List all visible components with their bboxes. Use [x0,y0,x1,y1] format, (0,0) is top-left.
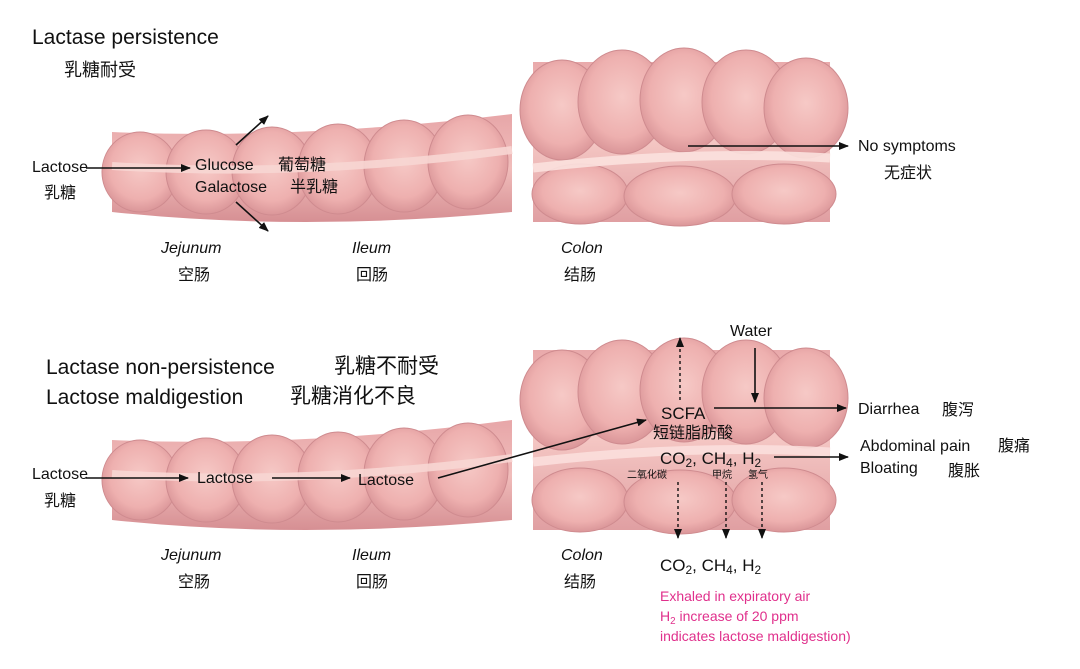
top-jejunum-label: Jejunum [161,240,222,257]
no-symptoms-label: No symptoms [858,138,956,155]
scfa-label: SCFA [661,404,706,423]
exhaled-note-line2: H2 increase of 20 ppm [660,608,799,627]
abdominal-pain-label: Abdominal pain [860,438,971,455]
co2-cn: 二氧化碳 [627,470,667,481]
bottom-ileum-label: Ileum [352,547,392,564]
bottom-colon [519,337,849,535]
top-colon [519,47,849,227]
diarrhea-label: Diarrhea [858,401,920,418]
top-ileum-label: Ileum [352,240,392,257]
title-lactase-persistence: Lactase persistence [32,26,219,49]
exhaled-note-line1: Exhaled in expiratory air [660,588,811,604]
title-lactose-maldigestion: Lactose maldigestion [46,386,244,409]
top-lactose-label: Lactose [32,159,89,176]
top-colon-cn: 结肠 [564,265,597,284]
bottom-lactose-label: Lactose [32,466,89,483]
title-lactose-maldigestion-cn: 乳糖消化不良 [290,384,416,408]
bottom-ileum-cn: 回肠 [356,572,389,591]
colon-gases: CO2, CH4, H2 [660,449,762,470]
bottom-small-intestine [101,420,513,530]
top-colon-label: Colon [561,240,603,257]
gas-dashed-arrows [674,337,766,539]
title-lactase-non-persistence: Lactase non-persistence [46,356,275,379]
glucose-cn: 葡萄糖 [278,155,327,174]
galactose-cn: 半乳糖 [290,177,339,196]
water-label: Water [730,323,773,340]
bottom-colon-label: Colon [561,547,603,564]
top-ileum-cn: 回肠 [356,265,389,284]
top-lactose-cn: 乳糖 [44,183,77,202]
top-jejunum-cn: 空肠 [178,265,211,284]
scfa-cn: 短链脂肪酸 [653,423,734,442]
no-symptoms-cn: 无症状 [884,163,933,182]
bottom-colon-cn: 结肠 [564,572,597,591]
bloating-cn: 腹胀 [948,461,981,480]
lactose-in-ileum: Lactose [358,472,415,489]
title-lactase-non-persistence-cn: 乳糖不耐受 [334,354,439,378]
lactose-in-jejunum: Lactose [197,470,254,487]
abdominal-pain-cn: 腹痛 [998,436,1031,455]
ch4-cn: 甲烷 [712,470,732,481]
h2-cn: 氢气 [748,470,768,481]
top-small-intestine [101,114,513,222]
galactose-label: Galactose [195,179,268,196]
bloating-label: Bloating [860,460,918,477]
flow-arrows [86,115,849,482]
title-lactase-persistence-cn: 乳糖耐受 [64,60,136,81]
exhaled-gases: CO2, CH4, H2 [660,556,762,577]
glucose-label: Glucose [195,157,254,174]
diarrhea-cn: 腹泻 [942,400,975,419]
bottom-jejunum-cn: 空肠 [178,572,211,591]
exhaled-note-line3: indicates lactose maldigestion) [660,628,851,644]
bottom-jejunum-label: Jejunum [161,547,222,564]
bottom-lactose-cn: 乳糖 [44,491,77,510]
